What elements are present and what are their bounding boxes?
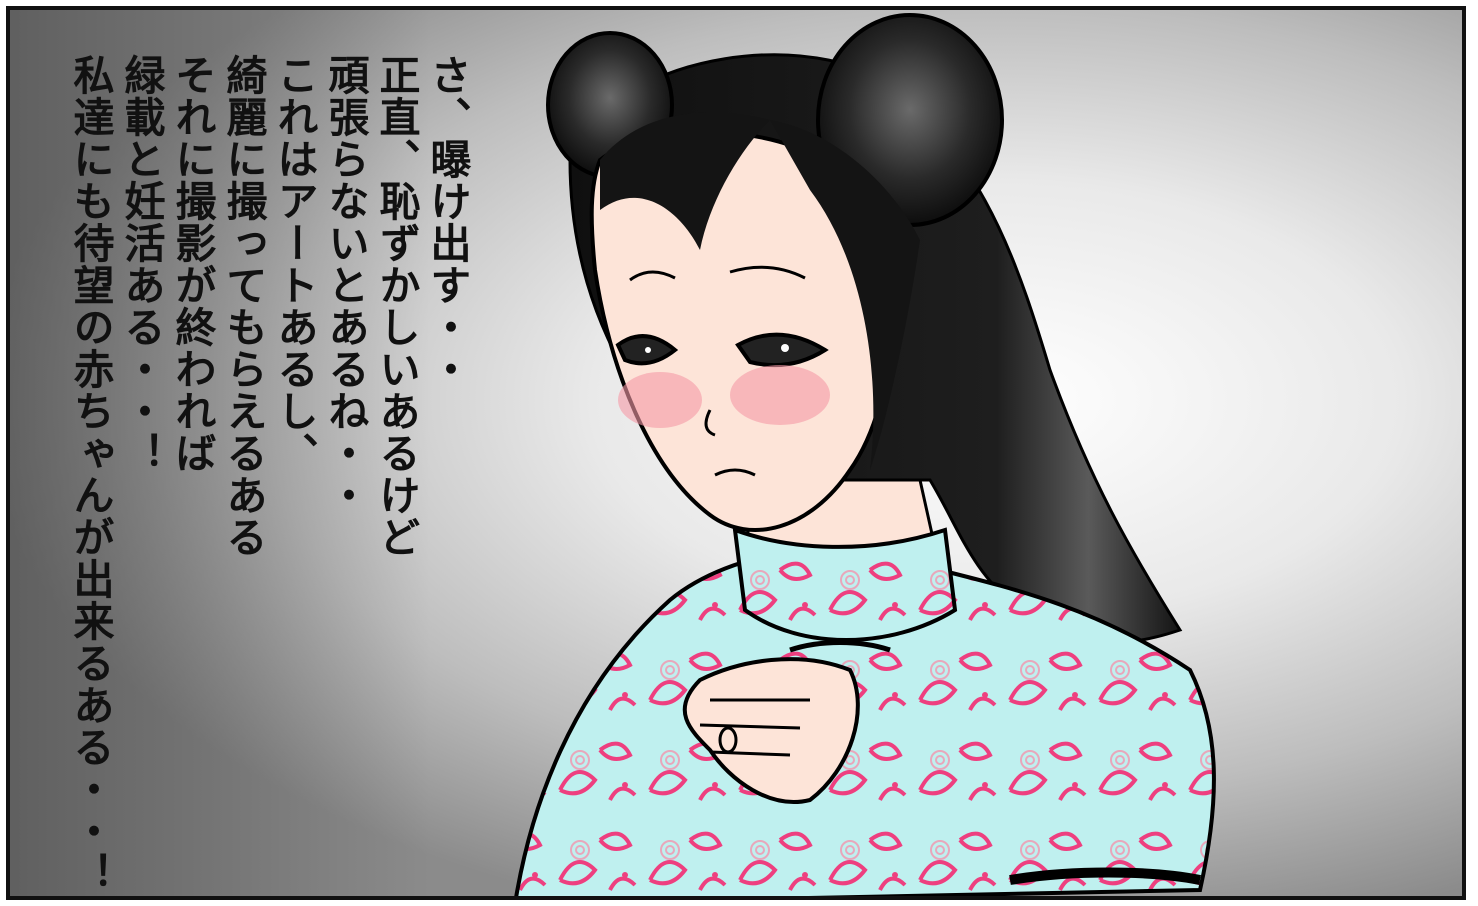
mouth [714, 468, 756, 477]
narration-line-1: さ、曝け出す・・ [423, 54, 471, 390]
background-shading [10, 10, 430, 896]
front-hair [600, 112, 770, 250]
mandarin-collar [732, 527, 958, 642]
right-blush [730, 365, 830, 425]
narration-line-2: 正直、恥ずかしいあるけど [372, 54, 420, 558]
narration-line-5: 綺麗に撮ってもらえるある [219, 54, 267, 558]
hand [682, 657, 860, 804]
narration-line-6: それに撮影が終われば [168, 54, 216, 474]
narration-line-4: これはアートあるし、 [270, 54, 318, 474]
narration-line-8: 私達にも待望の赤ちゃんが出来るある・・！ [66, 54, 114, 894]
left-blush [618, 372, 702, 428]
character-illustration [514, 13, 1216, 896]
narration-line-3: 頑張らないとあるね・・ [321, 54, 369, 516]
narration-text: さ、曝け出す・・ 正直、恥ずかしいあるけど 頑張らないとあるね・・ これはアート… [66, 54, 472, 894]
narration-line-7: 緑載と妊活ある・・！ [117, 54, 165, 474]
manga-panel: さ、曝け出す・・ 正直、恥ずかしいあるけど 頑張らないとあるね・・ これはアート… [6, 6, 1466, 900]
